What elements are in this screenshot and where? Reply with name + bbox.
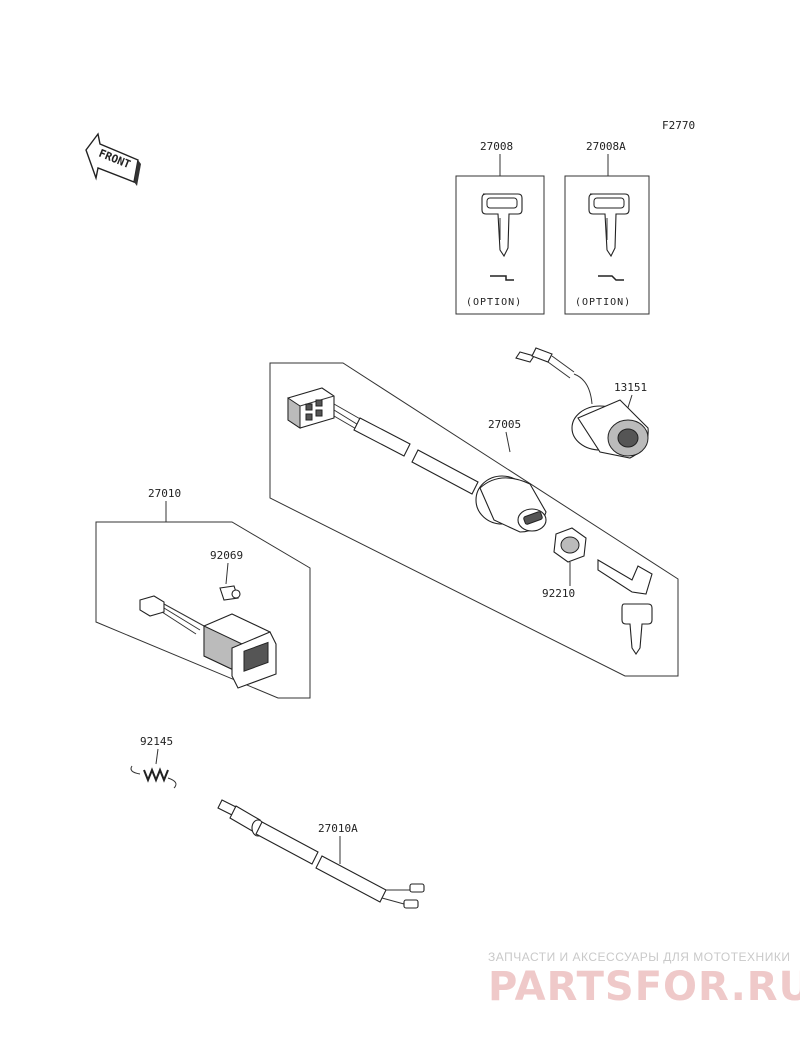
stop-switch-icon (217, 799, 425, 909)
key-27008-box: 27008 (OPTION) (455, 140, 545, 315)
key-profile-icon (490, 275, 514, 281)
switch-27010-group: 27010 92069 (95, 487, 311, 699)
option-label-27008: (OPTION) (466, 297, 522, 308)
spring-92145: 92145 (130, 735, 177, 789)
bulb-icon (219, 585, 241, 601)
connector-icon (287, 387, 335, 429)
ignition-cap-icon (571, 399, 649, 459)
label-27010a: 27010A (318, 822, 358, 835)
switch-connector-icon (139, 595, 205, 635)
key-27008a-box: 27008A (OPTION) (564, 140, 650, 315)
key-profile-icon (598, 275, 624, 281)
figure-code: F2770 (662, 119, 695, 132)
nut-92210: 92210 (542, 527, 587, 600)
label-27005: 27005 (488, 418, 521, 431)
label-27008: 27008 (480, 140, 513, 153)
key-pair-icon (597, 559, 653, 655)
front-arrow-icon: FRONT (85, 132, 141, 186)
ignition-switch-group: 27005 (269, 362, 679, 677)
label-27008a: 27008A (586, 140, 626, 153)
switch-27010a-group: 27010A (217, 799, 425, 909)
label-13151: 13151 (614, 381, 647, 394)
key-icon (588, 193, 630, 258)
spring-icon (130, 765, 177, 789)
label-92210: 92210 (542, 587, 575, 600)
label-92069: 92069 (210, 549, 243, 562)
watermark-tagline: ЗАПЧАСТИ И АКСЕССУАРЫ ДЛЯ МОТОТЕХНИКИ (488, 950, 791, 964)
label-27010: 27010 (148, 487, 181, 500)
option-label-27008a: (OPTION) (575, 297, 631, 308)
indicator-switch-icon (203, 613, 277, 689)
label-92145: 92145 (140, 735, 173, 748)
ignition-switch-icon (475, 475, 547, 533)
cap-13151: 13151 (515, 347, 649, 459)
key-icon (481, 193, 523, 258)
watermark-logo: PARTSFOR.RU (488, 964, 800, 1010)
